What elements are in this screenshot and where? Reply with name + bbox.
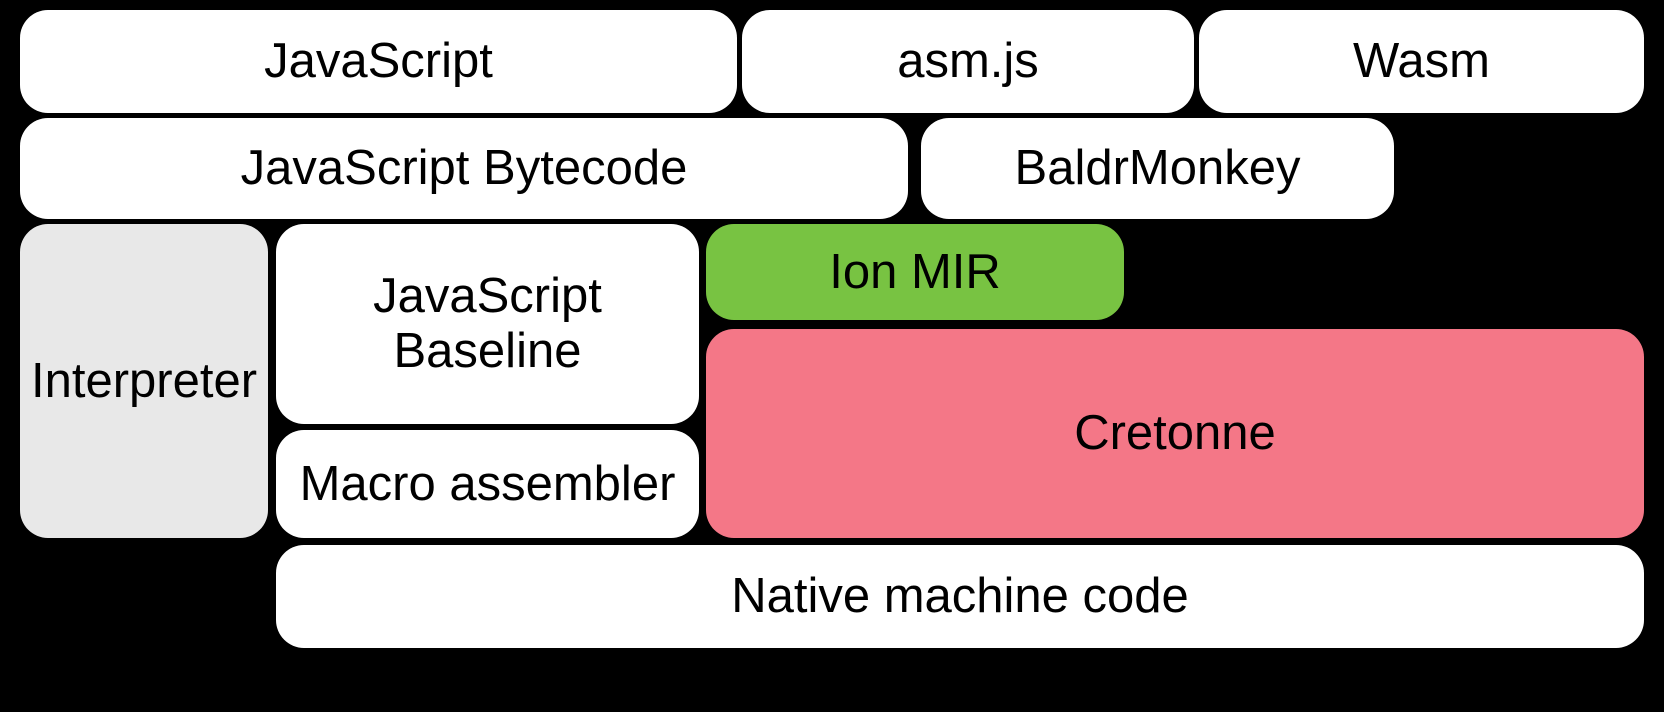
node-asm-js: asm.js (742, 10, 1194, 113)
node-interpreter: Interpreter (20, 224, 268, 538)
node-macro-assembler: Macro assembler (276, 430, 699, 538)
node-ion-mir: Ion MIR (706, 224, 1124, 320)
node-native-machine-code: Native machine code (276, 545, 1644, 648)
node-cretonne: Cretonne (706, 329, 1644, 538)
node-javascript-baseline: JavaScript Baseline (276, 224, 699, 424)
node-wasm: Wasm (1199, 10, 1644, 113)
node-javascript: JavaScript (20, 10, 737, 113)
node-baldrmonkey: BaldrMonkey (921, 118, 1394, 219)
node-javascript-bytecode: JavaScript Bytecode (20, 118, 908, 219)
